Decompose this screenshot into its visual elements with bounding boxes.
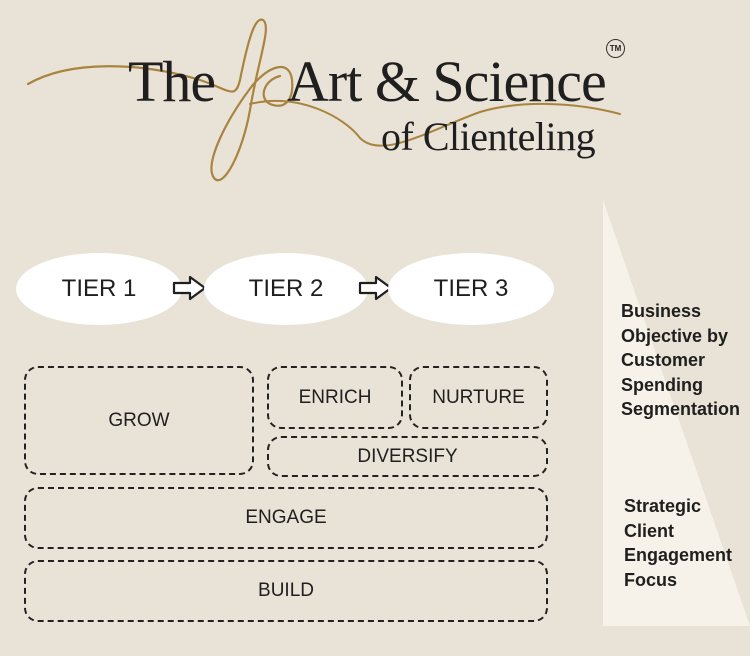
strategic-focus-line: Focus <box>624 569 678 590</box>
strategic-focus-line: Strategic <box>624 496 702 516</box>
engage-block: ENGAGE <box>24 487 548 549</box>
grow-label: GROW <box>108 409 170 431</box>
arrow-right-icon <box>358 275 393 301</box>
diversify-label: DIVERSIFY <box>357 445 458 467</box>
logo-subline: of Clienteling <box>381 114 596 159</box>
brand-logo: The Art & Science of Clienteling TM <box>0 0 750 210</box>
tier-2-ellipse: TIER 2 <box>204 253 368 325</box>
business-objective-line: Business <box>621 301 702 321</box>
tier-3-label: TIER 3 <box>433 275 509 302</box>
business-objective-line: Customer <box>621 350 706 370</box>
focus-wedge-shape <box>603 200 750 626</box>
diversify-block: DIVERSIFY <box>267 436 548 477</box>
strategic-focus-label: Strategic Client Engagement Focus <box>624 494 732 592</box>
logo-art-science: Art & Science <box>287 49 607 114</box>
strategic-focus-line: Engagement <box>624 545 733 565</box>
tier-3-ellipse: TIER 3 <box>388 253 554 325</box>
gold-flourish-icon <box>26 18 621 182</box>
tier-2-label: TIER 2 <box>248 275 324 302</box>
engage-label: ENGAGE <box>245 507 327 528</box>
strategic-focus-line: Client <box>624 520 675 541</box>
enrich-label: ENRICH <box>298 386 372 408</box>
build-block: BUILD <box>24 560 548 622</box>
enrich-block: ENRICH <box>267 366 403 429</box>
nurture-label: NURTURE <box>432 386 525 408</box>
grow-block: GROW <box>24 366 254 475</box>
tier-1-ellipse: TIER 1 <box>16 253 182 325</box>
business-objective-line: Objective by <box>621 325 729 346</box>
business-objective-line: Spending <box>621 374 703 395</box>
arrow-right-icon <box>172 275 207 301</box>
business-objective-line: Segmentation <box>621 399 741 419</box>
nurture-block: NURTURE <box>409 366 548 429</box>
build-label: BUILD <box>258 580 314 601</box>
trademark-badge: TM <box>606 39 625 58</box>
tier-1-label: TIER 1 <box>61 275 137 302</box>
business-objective-label: Business Objective by Customer Spending … <box>621 299 740 422</box>
logo-word-the: The <box>128 49 216 114</box>
